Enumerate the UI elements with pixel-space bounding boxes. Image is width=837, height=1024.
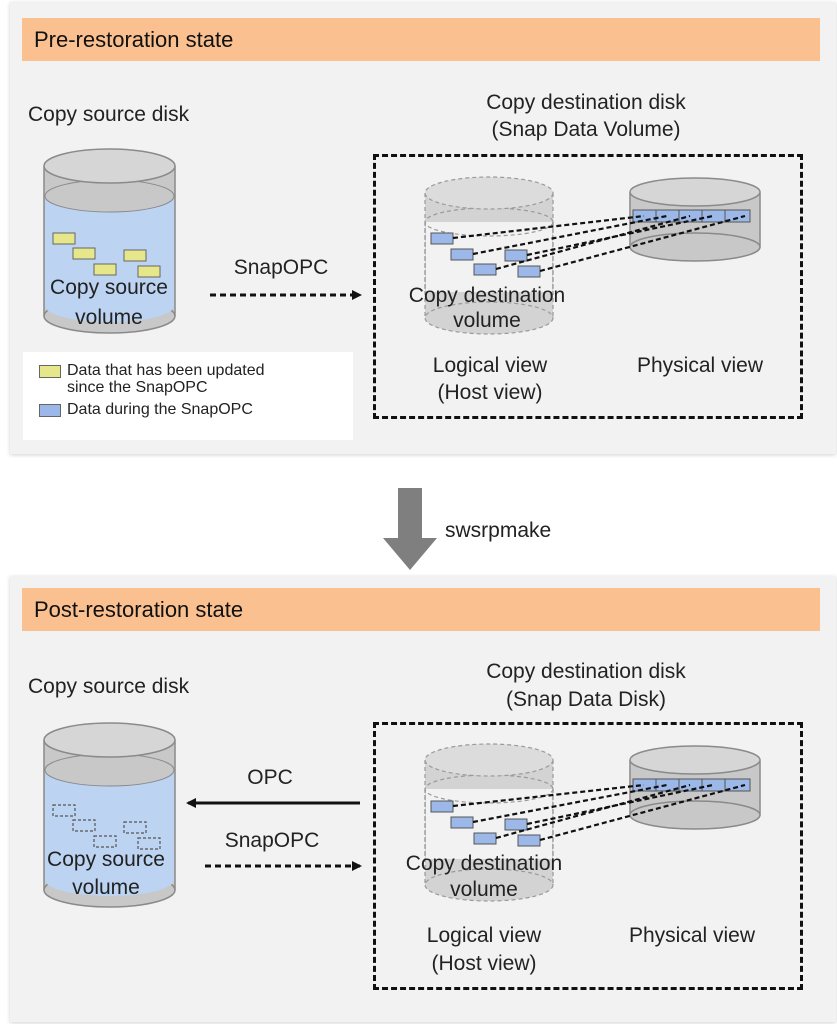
post-dest-disk-label-2: (Snap Data Disk) [506,688,666,711]
post-source-volume-2: volume [72,876,140,899]
pre-dest-disk-label-1: Copy destination disk [486,91,686,114]
updated-swatch [39,365,61,378]
pre-dest-volume-2: volume [453,309,521,332]
pre-logical-view-2: (Host view) [437,381,543,404]
post-source-disk [43,722,176,908]
post-restoration-title: Post-restoration state [34,597,244,622]
post-destination-box [373,722,803,990]
pre-mapping-lines [452,214,746,273]
legend-updated-line1: Data that has been updated [67,362,265,379]
post-dest-volume-2: volume [450,878,518,901]
pre-source-volume-2: volume [75,306,143,329]
post-opc-label: OPC [247,766,293,789]
pre-updated-blocks [52,232,161,278]
post-source-volume-1: Copy source [47,848,165,871]
pre-restoration-header: Pre-restoration state [22,18,820,61]
post-restored-blocks [52,804,161,850]
pre-physical-blocks [632,209,751,223]
pre-snapopc-label: SnapOPC [233,256,329,279]
transition-command: swsrpmake [445,519,552,542]
legend: Data that has been updated since the Sna… [23,352,353,440]
legend-during: Data during the SnapOPC [39,401,253,418]
during-swatch [39,404,61,417]
post-physical-view: Physical view [628,924,756,947]
legend-updated: Data that has been updated since the Sna… [39,362,265,396]
transition-arrow [383,488,437,570]
post-logical-view-1: Logical view [426,924,542,947]
legend-updated-line2: since the SnapOPC [67,379,208,396]
pre-source-disk [43,148,176,334]
pre-restoration-title: Pre-restoration state [34,27,234,52]
post-logical-view-2: (Host view) [431,952,537,975]
post-restoration-header: Post-restoration state [22,588,820,631]
pre-dest-volume-1: Copy destination [408,284,566,307]
post-logical-blocks [430,800,541,847]
pre-logical-view-1: Logical view [432,354,548,377]
pre-source-disk-label: Copy source disk [28,103,190,126]
post-physical-blocks [632,778,751,792]
post-snapopc-label: SnapOPC [224,829,320,852]
pre-logical-blocks [430,232,541,278]
post-mapping-lines [452,783,746,842]
pre-physical-view: Physical view [636,354,764,377]
legend-during-label: Data during the SnapOPC [67,401,253,418]
pre-source-volume-1: Copy source [50,276,168,299]
post-dest-volume-1: Copy destination [405,852,563,875]
pre-destination-box [373,154,803,419]
post-dest-disk-label-1: Copy destination disk [486,660,686,683]
post-source-disk-label: Copy source disk [28,675,190,698]
pre-dest-disk-label-2: (Snap Data Volume) [491,118,681,141]
